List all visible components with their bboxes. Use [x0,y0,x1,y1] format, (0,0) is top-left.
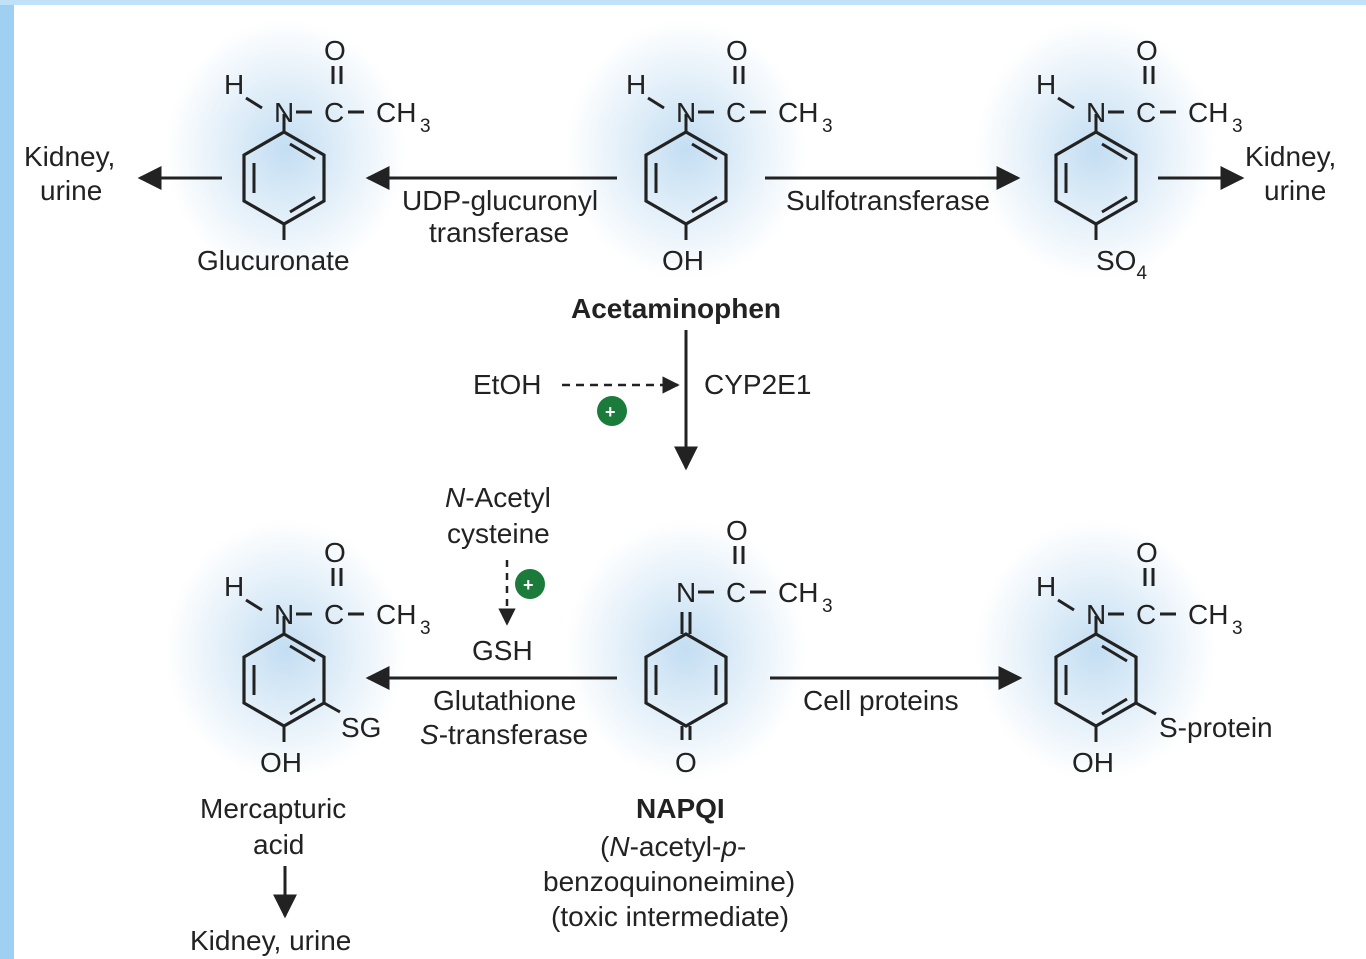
napqi-toxic: (toxic intermediate) [551,901,789,932]
cell-proteins-label: Cell proteins [803,685,959,716]
udp-label-2: transferase [429,217,569,248]
etoh-label: EtOH [473,369,541,400]
svg-text:O: O [726,515,748,546]
gsh-label: GSH [472,635,533,666]
udp-label-1: UDP-glucuronyl [402,185,598,216]
acetaminophen-oh: OH [662,245,704,276]
napqi-fullname-2: benzoquinoneimine) [543,866,795,897]
kidney-right-1: Kidney, [1245,141,1336,172]
top-border-bar [0,0,1366,5]
acetaminophen-label: Acetaminophen [571,293,781,324]
napqi-fullname-1: (N-acetyl-p- [600,831,746,862]
left-border-bar [0,0,14,959]
napqi-molecule: N C O CH 3 [644,515,833,740]
kidney-right-2: urine [1264,175,1326,206]
sg-label: SG [341,712,381,743]
mercapturic-oh: OH [260,747,302,778]
s-protein-oh: OH [1072,747,1114,778]
nac-label-1: N-Acetyl [445,482,551,513]
gst-label-1: Glutathione [433,685,576,716]
svg-text:N: N [676,577,696,608]
napqi-o: O [675,747,697,778]
plus-badge-etoh [597,396,627,426]
acetaminophen-molecule [624,33,835,240]
mercapturic-molecule [222,535,433,742]
svg-text:3: 3 [822,596,833,617]
sulfate-so4: SO4 [1096,245,1147,284]
napqi-label: NAPQI [636,793,725,824]
kidney-bottom: Kidney, urine [190,925,351,956]
plus-text-etoh: + [605,402,616,422]
sulfotransferase-label: Sulfotransferase [786,185,990,216]
nac-label-2: cysteine [447,518,550,549]
s-protein-molecule [1034,535,1245,742]
sulfate-molecule [1034,33,1245,240]
glucuronate-label: Glucuronate [197,245,350,276]
plus-badge-nac [515,569,545,599]
svg-text:C: C [726,577,746,608]
mercapturic-label-1: Mercapturic [200,793,346,824]
gst-label-2: S-transferase [420,719,588,750]
s-protein-label: S-protein [1159,712,1273,743]
plus-text-nac: + [523,575,534,595]
kidney-left-1: Kidney, [24,141,115,172]
kidney-left-2: urine [40,175,102,206]
mercapturic-label-2: acid [253,829,304,860]
glucuronate-molecule [222,33,433,240]
cyp2e1-label: CYP2E1 [704,369,811,400]
svg-text:CH: CH [778,577,818,608]
